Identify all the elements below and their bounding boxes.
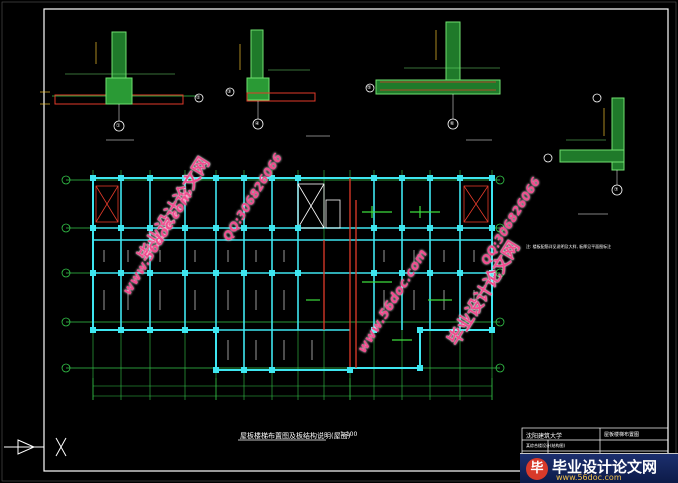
detail-marker-4: ④ bbox=[255, 121, 260, 127]
section-detail-1 bbox=[40, 31, 204, 141]
title-block-school: 沈阳建筑大学 bbox=[526, 433, 563, 440]
detail-marker-1: ① bbox=[116, 123, 121, 129]
detail-marker-7: ⑦ bbox=[614, 187, 619, 193]
title-block-project: 某综合楼设计(结构图) bbox=[526, 443, 566, 448]
drawing-title: 屋板楼梯布置图及板结构说明(屋面) bbox=[240, 432, 351, 440]
logo-site: www.56doc.com bbox=[556, 473, 622, 482]
logo-name: 毕业设计论文网 bbox=[552, 458, 658, 476]
title-block-drawing-name: 屋板楼梯布置图 bbox=[604, 432, 640, 438]
section-detail-2 bbox=[225, 29, 330, 137]
drawing-frame bbox=[43, 8, 669, 472]
detail-marker-6: ⑥ bbox=[450, 121, 455, 127]
site-logo: 毕 毕业设计论文网 www.56doc.com bbox=[520, 453, 678, 483]
drawing-scale: 1:100 bbox=[340, 431, 358, 438]
section-detail-3 bbox=[365, 21, 602, 141]
north-arrow-icon bbox=[4, 437, 67, 457]
drawing-note: 注: 楼板配筋详见说明及大样, 板厚见平面图标注 bbox=[526, 244, 612, 249]
logo-badge-icon: 毕 bbox=[526, 458, 548, 480]
detail-marker-2: ② bbox=[196, 95, 201, 101]
section-detail-4 bbox=[543, 97, 625, 215]
floor-plan bbox=[61, 170, 505, 441]
detail-marker-5: ⑤ bbox=[367, 85, 372, 91]
detail-marker-3: ③ bbox=[227, 89, 232, 95]
